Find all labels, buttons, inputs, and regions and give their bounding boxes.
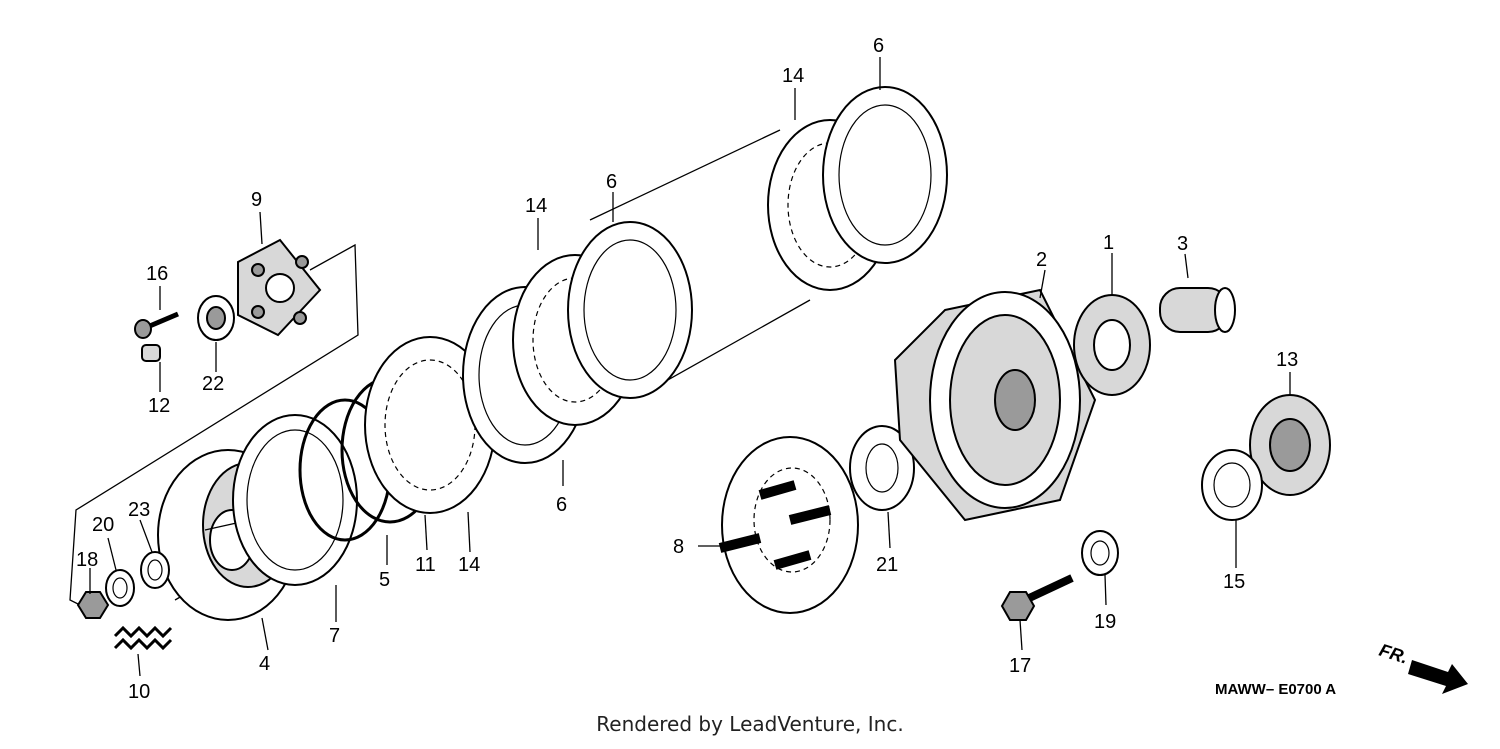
- leader-lines: [89, 57, 1291, 677]
- part-23-washer: [140, 551, 170, 589]
- callout-6-middle: 6: [606, 171, 617, 193]
- part-6-friction-disc-top: [822, 86, 948, 264]
- callout-1: 1: [1103, 232, 1114, 254]
- part-18-nut: [76, 591, 110, 619]
- front-direction-arrow: FR.: [1377, 640, 1468, 694]
- part-8-clutch-center: [718, 436, 859, 614]
- part-16-bolt: [134, 311, 179, 339]
- front-marker-label: FR.: [1377, 640, 1411, 668]
- callout-14-top: 14: [782, 65, 804, 87]
- arrow-right-icon: [1408, 660, 1468, 694]
- callout-14-middle: 14: [525, 195, 547, 217]
- callout-20: 20: [92, 514, 114, 536]
- part-6-friction-disc-upper: [567, 221, 693, 399]
- callout-10: 10: [128, 681, 150, 703]
- callout-7: 7: [329, 625, 340, 647]
- callout-23: 23: [128, 499, 150, 521]
- part-13-gear: [1249, 394, 1331, 496]
- callout-8: 8: [673, 536, 684, 558]
- part-12-pin: [141, 344, 161, 362]
- callout-21: 21: [876, 554, 898, 576]
- diagram-code: MAWW– E0700 A: [1215, 681, 1336, 698]
- part-1-gear: [1073, 294, 1151, 396]
- callout-9: 9: [251, 189, 262, 211]
- callout-6-lower: 6: [556, 494, 567, 516]
- part-7-friction-disc: [232, 414, 358, 586]
- callout-13: 13: [1276, 349, 1298, 371]
- part-22-bearing: [197, 295, 235, 341]
- part-21-washer: [849, 425, 915, 511]
- callout-12: 12: [148, 395, 170, 417]
- callout-22: 22: [202, 373, 224, 395]
- part-15-washer: [1201, 449, 1263, 521]
- part-3-collar: [1159, 287, 1236, 333]
- callout-19: 19: [1094, 611, 1116, 633]
- callout-18: 18: [76, 549, 98, 571]
- footer-credit: Rendered by LeadVenture, Inc.: [596, 712, 904, 736]
- callout-17: 17: [1009, 655, 1031, 677]
- part-19-washer: [1081, 530, 1119, 576]
- callout-15: 15: [1223, 571, 1245, 593]
- callout-11: 11: [415, 554, 436, 576]
- callout-16: 16: [146, 263, 168, 285]
- callout-2: 2: [1036, 249, 1047, 271]
- part-17-bolt: [1000, 574, 1074, 621]
- callout-4: 4: [259, 653, 270, 675]
- callout-3: 3: [1177, 233, 1188, 255]
- part-20-washer: [105, 569, 135, 607]
- part-10-spring: [113, 625, 173, 651]
- callout-14-lower: 14: [458, 554, 480, 576]
- callout-6-top: 6: [873, 35, 884, 57]
- callout-5: 5: [379, 569, 390, 591]
- callout-labels: 1 2 3 4 5 6 6 6 7 8 9 10 11 12 13 14 14 …: [76, 35, 1298, 703]
- part-2-clutch-outer: [893, 288, 1097, 522]
- part-9-lifter-plate: [237, 238, 322, 337]
